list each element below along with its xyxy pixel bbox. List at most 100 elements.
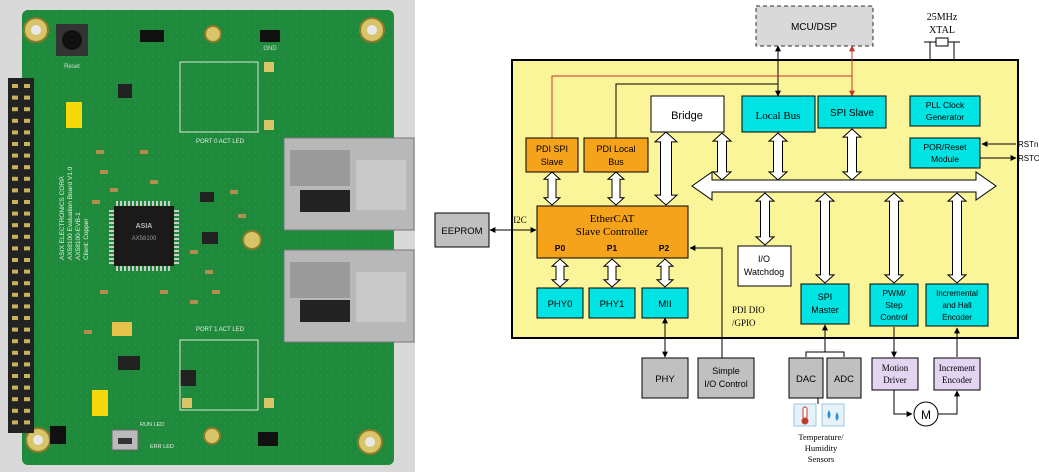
ethercat-slave-controller-box (536, 205, 689, 259)
port0-label: PORT 0 ACT LED (196, 139, 245, 145)
mii-box (641, 287, 689, 319)
rj45-jack-top (283, 137, 415, 231)
esc-label-2: Slave Controller (576, 226, 649, 238)
port-p1-label: P1 (607, 243, 618, 253)
esc-label-1: EtherCAT (590, 213, 635, 225)
inc-enc-label-1: Increment (939, 363, 976, 373)
err-led-label: ERR LED (150, 444, 174, 450)
gnd-label-top: GND (263, 46, 277, 52)
por-reset-box (909, 137, 981, 169)
adc-box (826, 357, 862, 399)
port-p0-label: P0 (555, 243, 566, 253)
por-label-1: POR/Reset (924, 142, 968, 152)
pwm-step-box (869, 283, 919, 327)
internal-bus-arrow (691, 171, 997, 201)
svg-text:AX58100: AX58100 (132, 236, 157, 242)
eeprom-box (434, 212, 490, 248)
simple-io-label-1: Simple (712, 366, 740, 376)
jumper-bottom (92, 390, 108, 416)
smd-components (84, 150, 246, 334)
motor-connections (893, 390, 960, 417)
phy0-box (536, 287, 584, 319)
phy0-label: PHY0 (548, 299, 573, 310)
thermometer-icon (793, 403, 817, 427)
mcu-spi-connections (551, 45, 855, 138)
i2c-label: I2C (513, 215, 527, 225)
mcu-dsp-box (755, 5, 874, 47)
spi-master-box (800, 283, 850, 325)
spi-master-label-2: Master (811, 305, 839, 315)
watchdog-label-1: I/O (758, 254, 770, 264)
pll-label-1: PLL Clock (926, 100, 965, 110)
pdi-dio-label-1: PDI DIO (732, 305, 765, 315)
dac-box (788, 357, 824, 399)
motor-label: M (921, 408, 931, 422)
local-bus-label: Local Bus (756, 110, 801, 122)
svg-text:Client: Copper: Client: Copper (83, 218, 90, 260)
pdi-spi-slave-box (525, 137, 579, 173)
phy1-box (588, 287, 636, 319)
ax58100-chip: ASIA AX58100 (109, 201, 179, 271)
increment-encoder-box (933, 357, 981, 391)
run-led-label: RUN LED (140, 422, 164, 428)
spi-slave-label: SPI Slave (830, 108, 874, 119)
svg-text:AX58100-EVB-1: AX58100-EVB-1 (75, 212, 82, 260)
mcu-dsp-label: MCU/DSP (791, 22, 837, 33)
spi-master-bus (805, 324, 845, 357)
simple-io-control-box (697, 357, 755, 399)
sensors-label-1: Temperature/ (798, 432, 844, 442)
pdi-local-bus-box (583, 137, 649, 173)
rsto-label: RSTO (1018, 154, 1039, 163)
pdi-spi-label-1: PDI SPI (536, 144, 568, 154)
svg-text:ASIX ELECTRONICS CORP.: ASIX ELECTRONICS CORP. (59, 175, 66, 260)
motion-driver-box (871, 357, 919, 391)
reset-lines (980, 141, 1017, 161)
io-watchdog-box (737, 245, 792, 287)
enc-label-1: Incremental (936, 289, 978, 298)
enc-label-2: and Hall (942, 301, 972, 310)
jumper-top (66, 102, 82, 128)
simple-io-label-2: I/O Control (704, 379, 748, 389)
pdi-spi-label-2: Slave (541, 157, 564, 167)
motion-label-2: Driver (883, 375, 907, 385)
svg-text:ASIA: ASIA (136, 223, 153, 230)
pin-header (8, 78, 34, 433)
block-diagram: MCU/DSP 25MHz XTAL Bridge Local Bus SPI … (434, 5, 1039, 464)
silkscreen-text: ASIX ELECTRONICS CORP. AX58100 Evaluatio… (59, 166, 90, 260)
inc-enc-label-2: Encoder (942, 375, 972, 385)
svg-text:AX58100 Evaluation Board V1.0: AX58100 Evaluation Board V1.0 (67, 166, 74, 260)
sensors-label-3: Sensors (808, 454, 834, 464)
pwm-label-3: Control (880, 312, 908, 322)
port1-label: PORT 1 ACT LED (196, 327, 245, 333)
motion-label-1: Motion (882, 363, 909, 373)
pwm-label-1: PWM/ (882, 288, 906, 298)
humidity-icon (821, 403, 845, 427)
xtal-label-2: XTAL (929, 25, 955, 36)
watchdog-label-2: Watchdog (744, 267, 784, 277)
pcb-photo: Reset GND ASIX ELECTRONICS CORP. AX58100… (0, 0, 415, 472)
mii-label: MII (658, 299, 671, 310)
mcu-connections (615, 45, 781, 138)
phy-label: PHY (655, 374, 675, 385)
bridge-label: Bridge (671, 110, 703, 122)
bridge-box (650, 95, 725, 133)
dac-label: DAC (796, 374, 816, 385)
phy-box (641, 357, 689, 399)
pll-clock-box (909, 95, 981, 127)
vertical-bus-arrows (653, 128, 968, 284)
phy1-label: PHY1 (600, 299, 625, 310)
pdi-local-label-1: PDI Local (596, 144, 635, 154)
rj45-jack-bottom (283, 249, 415, 343)
adc-label: ADC (834, 374, 854, 385)
pdi-dio-label-2: /GPIO (732, 318, 756, 328)
enc-label-3: Encoder (942, 313, 972, 322)
por-label-2: Module (931, 154, 959, 164)
xtal-label-1: 25MHz (927, 12, 958, 23)
pdi-local-label-2: Bus (608, 157, 624, 167)
pdi-dio-line (689, 245, 723, 358)
sensors-label-2: Humidity (805, 443, 838, 453)
pll-label-2: Generator (926, 112, 964, 122)
port-arrows (542, 171, 675, 288)
spi-slave-box (817, 95, 887, 129)
rstn-label: RSTn (1018, 140, 1038, 149)
